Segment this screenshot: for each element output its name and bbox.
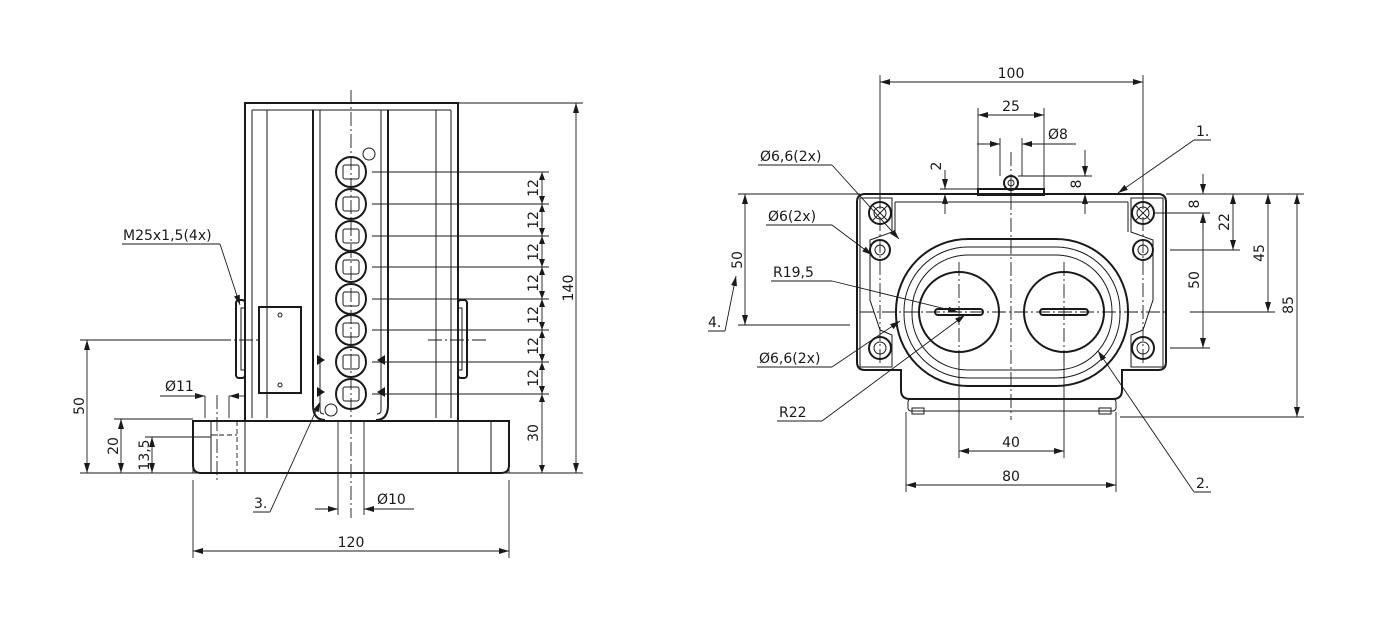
- dim-13-5-label: 13,5: [137, 439, 153, 470]
- pitch-label-4: 12: [526, 274, 542, 292]
- dim-25: 25: [977, 99, 1045, 189]
- dia-6-6-top-label: Ø6,6(2x): [760, 149, 821, 165]
- pitch-label-7: 12: [526, 369, 542, 387]
- dim-20-label: 20: [106, 437, 122, 455]
- dim-45-label: 45: [1252, 244, 1268, 262]
- enclosure-outline: [856, 193, 1167, 415]
- dia-8-label: Ø8: [1048, 127, 1068, 143]
- dim-80-label: 80: [1002, 469, 1020, 485]
- housing-outline: [244, 102, 459, 422]
- dim-85-label: 85: [1281, 296, 1297, 314]
- dim-right-stack: 8 22 45 50 85: [1120, 174, 1304, 418]
- button-recess: [895, 238, 1129, 387]
- pitch-dimensions: 12 12 12 12 12 12 12 30: [372, 171, 549, 474]
- callout-item-4: 4.: [708, 275, 737, 332]
- item-4-label: 4.: [708, 315, 721, 331]
- cable-gland-right: [457, 299, 468, 379]
- front-view: 12 12 12 12 12 12 12 30 140 50 20: [72, 90, 583, 558]
- dim-100-label: 100: [998, 66, 1025, 82]
- dim-50-left: 50: [730, 193, 860, 326]
- thread-callout: M25x1,5(4x): [122, 228, 241, 306]
- pitch-label-6: 12: [526, 337, 542, 355]
- r-22-label: R22: [779, 405, 807, 421]
- dim-50-right-label: 50: [1187, 271, 1203, 289]
- label-plate: [258, 306, 302, 394]
- pitch-label-5: 12: [526, 306, 542, 324]
- pitch-label-1: 12: [526, 179, 542, 197]
- dim-8-top-label: 8: [1069, 180, 1085, 189]
- callout-dia-6: Ø6(2x): [766, 209, 873, 256]
- dim-120-label: 120: [338, 535, 365, 551]
- callout-r-22: R22: [777, 314, 966, 422]
- item-3-callout: 3.: [253, 401, 321, 513]
- callout-r-19-5: R19,5: [771, 265, 959, 313]
- item-1-label: 1.: [1196, 124, 1209, 140]
- dim-40: 40: [958, 352, 1065, 458]
- centre-lines-front: [216, 90, 487, 518]
- item-2-label: 2.: [1196, 476, 1209, 492]
- dim-2-label: 2: [929, 162, 945, 171]
- dia-6-6-bottom-label: Ø6,6(2x): [759, 351, 820, 367]
- dia-10-label: Ø10: [377, 492, 406, 508]
- dim-2: 2: [929, 162, 978, 214]
- dim-30-label: 30: [526, 424, 542, 442]
- dim-dia-8: Ø8: [977, 127, 1076, 176]
- pitch-label-2: 12: [526, 211, 542, 229]
- dim-50-left-label: 50: [730, 251, 746, 269]
- dim-left-heights: 50 20 13,5: [72, 339, 230, 474]
- pitch-label-3: 12: [526, 243, 542, 261]
- r-19-5-label: R19,5: [773, 265, 814, 281]
- dim-dia-11: Ø11: [160, 379, 244, 418]
- callout-item-1: 1.: [1117, 124, 1211, 194]
- dim-8-top: 8: [1018, 150, 1092, 214]
- dim-140: 140: [458, 102, 583, 474]
- dim-100: 100: [879, 66, 1144, 200]
- callout-dia-6-6-bottom: Ø6,6(2x): [757, 320, 901, 368]
- dim-140-label: 140: [561, 275, 577, 302]
- thread-callout-label: M25x1,5(4x): [123, 228, 212, 244]
- callout-dia-6-6-top: Ø6,6(2x): [758, 149, 900, 240]
- callout-item-2: 2.: [1097, 350, 1211, 493]
- item-3-label: 3.: [254, 496, 267, 512]
- dim-22-label: 22: [1217, 213, 1233, 231]
- dia-11-label: Ø11: [165, 379, 194, 395]
- top-view: 100 25 Ø8 2 8: [708, 66, 1304, 493]
- dim-120: 120: [192, 480, 510, 558]
- dim-50-label: 50: [72, 397, 88, 415]
- dim-25-label: 25: [1002, 99, 1020, 115]
- cable-gland-left: [235, 299, 246, 379]
- dim-40-label: 40: [1002, 435, 1020, 451]
- dim-80: 80: [905, 412, 1117, 492]
- base-plate: [192, 420, 510, 474]
- dia-6-label: Ø6(2x): [768, 209, 816, 225]
- dim-dia-10: Ø10: [315, 420, 414, 515]
- dim-8-right-label: 8: [1187, 200, 1203, 209]
- centre-lines-top: [860, 152, 1166, 420]
